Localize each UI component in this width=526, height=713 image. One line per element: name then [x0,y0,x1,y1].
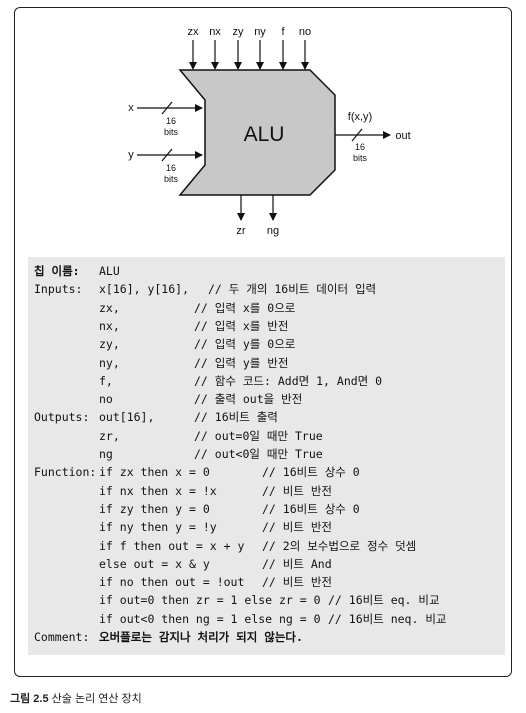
out-width-label: 16 [355,142,365,152]
inputs-label: Inputs: [34,282,83,297]
function-comment: // 16비트 neq. 비교 [328,611,447,626]
top-input-label-zx: zx [188,26,200,38]
function-comment: // 비트 반전 [262,520,333,535]
input-decl: ny, [99,355,120,370]
y-unit-label: bits [164,174,179,184]
top-input-label-nx: nx [209,26,221,38]
x-input-label: x [128,102,134,114]
y-width-label: 16 [166,163,176,173]
output-comment: // out<0일 때만 True [194,447,323,461]
input-comment: // 입력 y를 0으로 [194,337,296,352]
function-comment: // 비트 And [262,556,332,571]
alu-chip-body [178,69,336,196]
function-code: if no then out = !out [99,575,245,590]
x-width-label: 16 [166,116,176,126]
input-decl: zx, [99,300,120,315]
ng-output-label: ng [267,225,279,237]
out-unit-label: bits [353,153,368,163]
output-comment: // 16비트 출력 [194,410,278,425]
outputs-label: Outputs: [34,410,90,425]
top-input-label-f: f [281,26,285,38]
out-expr-label: f(x,y) [348,111,372,123]
function-code: if out=0 then zr = 1 else zr = 0 [99,593,321,608]
function-comment: // 2의 보수법으로 정수 덧셈 [262,538,417,553]
figure-caption: 그림 2.5 산술 논리 연산 장치 [10,690,142,706]
function-comment: // 16비트 상수 0 [262,501,360,516]
output-decl: zr, [99,428,120,443]
input-decl: x[16], y[16], [99,282,190,297]
hdl-spec-box: 칩 이름: ALU Inputs: x[16], y[16], // 두 개의 … [28,257,505,655]
input-comment: // 입력 x를 0으로 [194,300,296,315]
function-comment: // 비트 반전 [262,483,333,498]
y-input-label: y [128,149,134,161]
function-code: if zx then x = 0 [99,465,210,480]
y-bus-slash [161,148,173,162]
function-code: else out = x & y [99,556,210,571]
chip-name-value: ALU [99,264,120,278]
output-decl: ng [99,447,113,461]
x-unit-label: bits [164,127,179,137]
input-decl: no [99,392,113,407]
function-comment: // 비트 반전 [262,575,333,590]
top-input-label-zy: zy [233,26,245,38]
input-comment: // 함수 코드: Add면 1, And면 0 [194,373,383,388]
input-decl: nx, [99,318,120,333]
input-comment: // 두 개의 16비트 데이터 입력 [208,282,377,297]
input-decl: f, [99,373,113,388]
function-code: if zy then y = 0 [99,501,210,516]
function-comment: // 16비트 상수 0 [262,465,360,480]
top-input-label-no: no [299,26,311,38]
input-comment: // 입력 x를 반전 [194,318,289,333]
zr-output-label: zr [236,225,246,237]
chip-name-label: 칩 이름: [34,264,80,278]
function-code: if out<0 then ng = 1 else ng = 0 [99,611,321,626]
output-decl: out[16], [99,410,155,425]
x-bus-slash [161,101,173,115]
input-comment: // 입력 y를 반전 [194,355,289,370]
out-label: out [395,130,410,142]
output-comment: // out=0일 때만 True [194,428,323,443]
top-input-arrows [189,40,309,70]
function-code: if ny then y = !y [99,520,217,535]
function-code: if nx then x = !x [99,483,217,498]
top-input-label-ny: ny [254,26,266,38]
out-bus-slash [351,128,363,142]
alu-diagram: zx nx zy ny f no x 16 bits y 16 bits ALU… [128,26,410,237]
alu-chip-label: ALU [244,123,285,146]
figure-number: 그림 2.5 [10,693,49,705]
comment-label: Comment: [34,630,90,644]
comment-text: 오버플로는 감지나 처리가 되지 않는다. [99,630,303,644]
figure-frame [14,7,512,677]
input-decl: zy, [99,337,120,352]
function-label: Function: [34,465,97,480]
input-comment: // 출력 out을 반전 [194,392,303,407]
figure-title: 산술 논리 연산 장치 [51,693,142,705]
function-code: if f then out = x + y [99,538,245,553]
function-comment: // 16비트 eq. 비교 [328,593,440,608]
